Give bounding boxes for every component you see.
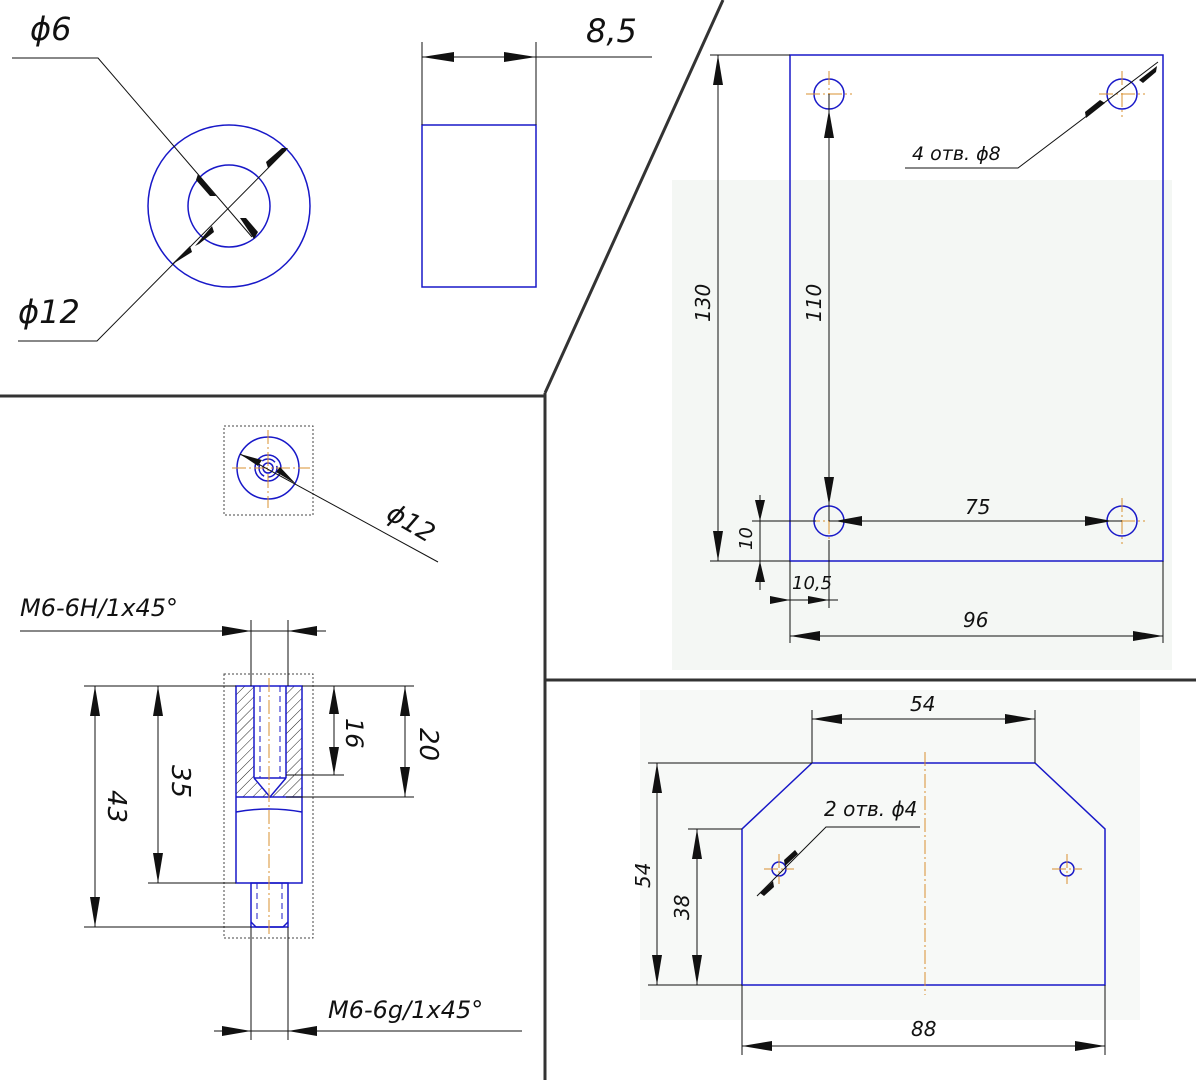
plate-hole-spacing-vertical-label: 110 [802, 284, 826, 322]
washer-front-view: ϕ6 ϕ12 [12, 10, 311, 342]
standoff-top-diameter-label: ϕ12 [382, 498, 441, 549]
washer-inner-diameter-label: ϕ6 [30, 10, 71, 48]
bracket-holes-note: 2 отв. ϕ4 [824, 797, 917, 821]
plate-hole-top-right [1099, 71, 1145, 117]
washer-inner-circle [187, 164, 271, 248]
plate-outline [789, 54, 1164, 562]
bracket-holes-leader [756, 826, 920, 897]
standoff-section-view: M6-6H/1x45° M6-6g/1x45° 43 35 16 20 [20, 594, 522, 1040]
washer-outer-leader [18, 149, 287, 342]
bracket-side-height-label: 38 [670, 895, 694, 920]
plate-holes-leader [905, 61, 1159, 169]
bracket-plate: 2 отв. ϕ4 54 54 38 88 [631, 692, 1106, 1055]
standoff-body-length-label: 35 [165, 765, 195, 798]
standoff-internal-thread-label: M6-6H/1x45° [20, 594, 178, 622]
standoff-thread-depth-label: 16 [340, 718, 368, 749]
plate-background [672, 180, 1172, 670]
bracket-bottom-width-label: 88 [911, 1017, 936, 1041]
washer-thickness-label: 8,5 [586, 12, 637, 50]
plate-hole-spacing-horizontal-label: 75 [965, 495, 990, 519]
bracket-height-label: 54 [631, 863, 655, 888]
washer-outer-circle [147, 124, 311, 288]
bracket-hole-right [1052, 854, 1082, 884]
plate-hole-offset-left-label: 10,5 [792, 573, 832, 594]
washer-outer-diameter-label: ϕ12 [18, 293, 80, 331]
standoff-top-view: ϕ12 [223, 425, 441, 563]
bracket-top-width-label: 54 [910, 692, 935, 716]
standoff-top-diameter-leader [239, 453, 439, 563]
bracket-hole-left [764, 854, 794, 884]
bracket-background [640, 690, 1140, 1020]
washer-inner-leader [12, 57, 253, 238]
plate-height-label: 130 [691, 284, 715, 322]
standoff-total-length-label: 43 [101, 790, 131, 823]
plate-width-label: 96 [963, 608, 988, 632]
standoff-section-frame [223, 673, 314, 939]
plate-holes-note: 4 отв. ϕ8 [912, 143, 1001, 165]
standoff-top-view-frame [223, 425, 314, 516]
washer-side-outline [421, 124, 537, 288]
washer-side-view: 8,5 [421, 12, 652, 288]
plate-hole-offset-bottom-label: 10 [736, 527, 757, 550]
standoff-hole-depth-label: 20 [413, 728, 443, 761]
standoff-external-thread-label: M6-6g/1x45° [328, 996, 483, 1024]
mounting-plate: 4 отв. ϕ8 130 110 75 10 10,5 [691, 54, 1164, 643]
